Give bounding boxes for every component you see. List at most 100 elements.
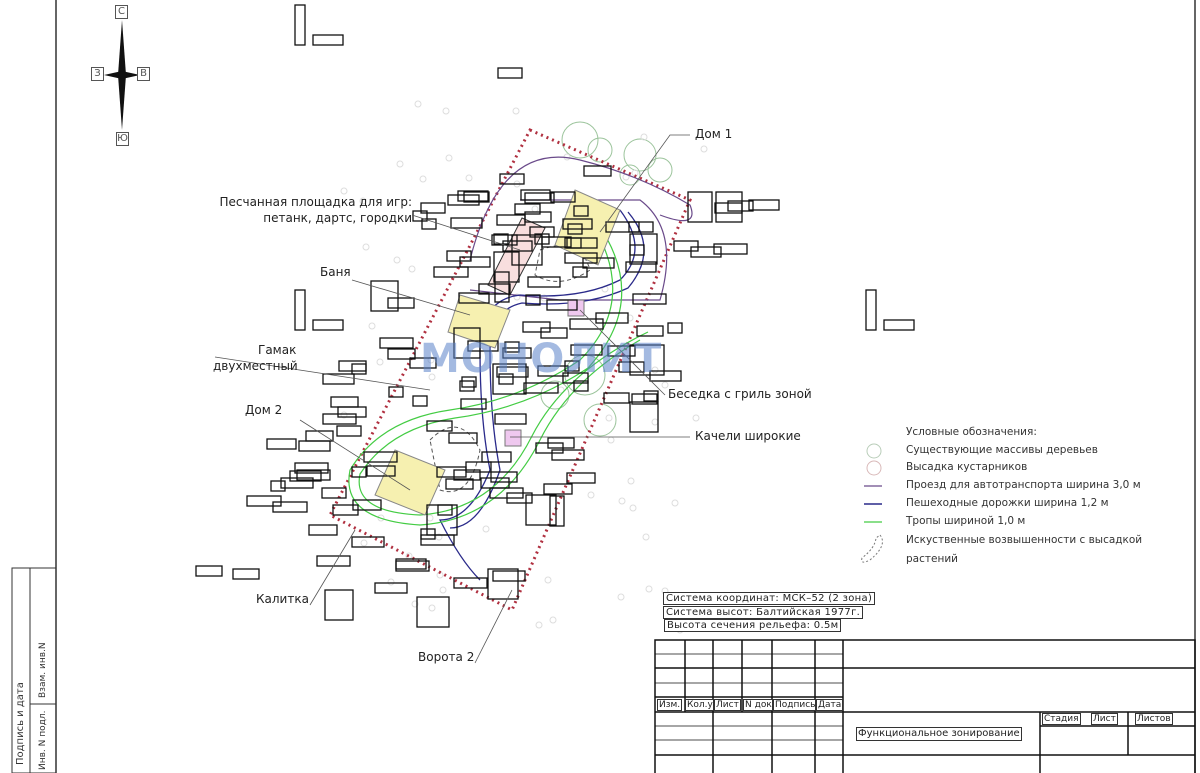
annotation-box	[409, 357, 437, 369]
annotation-box	[687, 191, 713, 223]
info-coordinate-system: Система координат: МСК–52 (2 зона)	[663, 592, 876, 605]
label-swings: Качели широкие	[695, 429, 801, 443]
annotation-box	[748, 199, 780, 211]
shrub-marker	[411, 600, 419, 608]
annotation-box	[379, 337, 414, 349]
shrub-marker	[629, 504, 637, 512]
annotation-box	[566, 472, 596, 484]
legend-symbols	[861, 443, 883, 563]
annotation-box	[582, 257, 615, 269]
annotation-box	[547, 437, 575, 449]
annotation-box	[374, 582, 408, 594]
banya	[447, 294, 511, 349]
artificial-mound	[429, 426, 481, 492]
annotation-box	[296, 469, 331, 481]
annotation-box	[631, 393, 658, 405]
annotation-box	[351, 363, 367, 375]
annotation-box	[489, 487, 524, 499]
annotation-box	[433, 266, 469, 278]
label-wicket: Калитка	[256, 592, 309, 606]
shrub-marker	[531, 205, 539, 213]
annotation-box	[525, 294, 541, 306]
annotation-box	[713, 243, 748, 255]
label-hammock-1: Гамак	[258, 343, 297, 357]
trail-edge	[358, 223, 649, 516]
annotation-box	[294, 462, 329, 474]
annotation-box	[572, 266, 588, 278]
annotation-box	[316, 555, 351, 567]
swings	[504, 429, 522, 447]
annotation-box	[395, 560, 430, 572]
info-height-system: Система высот: Балтийская 1977г.	[663, 606, 864, 619]
info-relief-step: Высота сечения рельефа: 0.5м	[664, 619, 842, 632]
shrub-marker	[442, 107, 450, 115]
shrub-marker	[435, 533, 443, 541]
annotation-box	[448, 432, 478, 444]
legend-item-drive: Проезд для автотранспорта ширина 3,0 м	[906, 479, 1141, 491]
annotation-box	[294, 4, 306, 46]
shrub-marker	[340, 187, 348, 195]
compass-west: З	[91, 67, 104, 81]
annotation-box	[502, 240, 533, 252]
driveway	[469, 156, 693, 301]
legend-title: Условные обозначения:	[906, 426, 1037, 438]
shrub-marker	[549, 616, 557, 624]
compass-east: В	[137, 67, 150, 81]
annotation-box	[336, 425, 362, 437]
annotation-box	[460, 398, 487, 410]
shrub-marker	[445, 154, 453, 162]
annotation-box	[446, 250, 472, 262]
annotation-box	[445, 478, 474, 490]
annotation-box	[351, 536, 385, 548]
annotation-box	[490, 471, 518, 483]
annotation-box	[447, 194, 480, 206]
annotation-box	[388, 386, 404, 398]
annotation-box	[502, 347, 532, 359]
annotation-box	[420, 534, 455, 546]
annotation-box	[499, 173, 525, 185]
shrub-marker	[340, 411, 348, 419]
shrub-marker	[376, 358, 384, 366]
shrub-marker	[387, 578, 395, 586]
annotation-box	[550, 191, 576, 203]
annotation-box	[453, 327, 481, 359]
shrub-marker	[377, 514, 385, 522]
shrub-marker	[428, 604, 436, 612]
annotation-box	[459, 256, 491, 268]
annotation-box	[636, 325, 664, 337]
annotation-boxes	[195, 4, 915, 628]
annotation-box	[570, 344, 603, 356]
shrub-marker	[544, 576, 552, 584]
annotation-box	[625, 261, 657, 273]
annotation-box	[546, 299, 578, 311]
shrub-marker	[396, 160, 404, 168]
annotation-box	[573, 380, 589, 392]
annotation-box	[412, 395, 428, 407]
annotation-box	[492, 570, 526, 582]
shrub-marker	[661, 381, 669, 389]
shrub-marker	[414, 100, 422, 108]
tree-circle	[647, 157, 673, 183]
annotation-box	[387, 348, 416, 360]
annotation-box	[387, 297, 415, 309]
tb-sheets: Листов	[1135, 713, 1173, 725]
shrub-marker	[428, 373, 436, 381]
annotation-box	[305, 430, 334, 442]
compass-south: Ю	[116, 132, 129, 146]
side-strip	[11, 567, 57, 773]
annotation-box	[312, 34, 344, 46]
annotation-box	[549, 495, 565, 527]
leader-lines	[214, 134, 690, 664]
annotation-box	[266, 438, 297, 450]
shrub-marker	[408, 265, 416, 273]
annotation-box	[332, 504, 359, 516]
tb-header-list: Лист	[714, 699, 741, 711]
label-gate-2: Ворота 2	[418, 650, 475, 664]
annotation-box	[195, 565, 223, 577]
trail	[348, 219, 641, 526]
annotation-box	[420, 202, 446, 214]
annotation-box	[294, 289, 306, 331]
annotation-box	[366, 465, 396, 477]
side-sign-date: Подпись и дата	[15, 682, 26, 765]
